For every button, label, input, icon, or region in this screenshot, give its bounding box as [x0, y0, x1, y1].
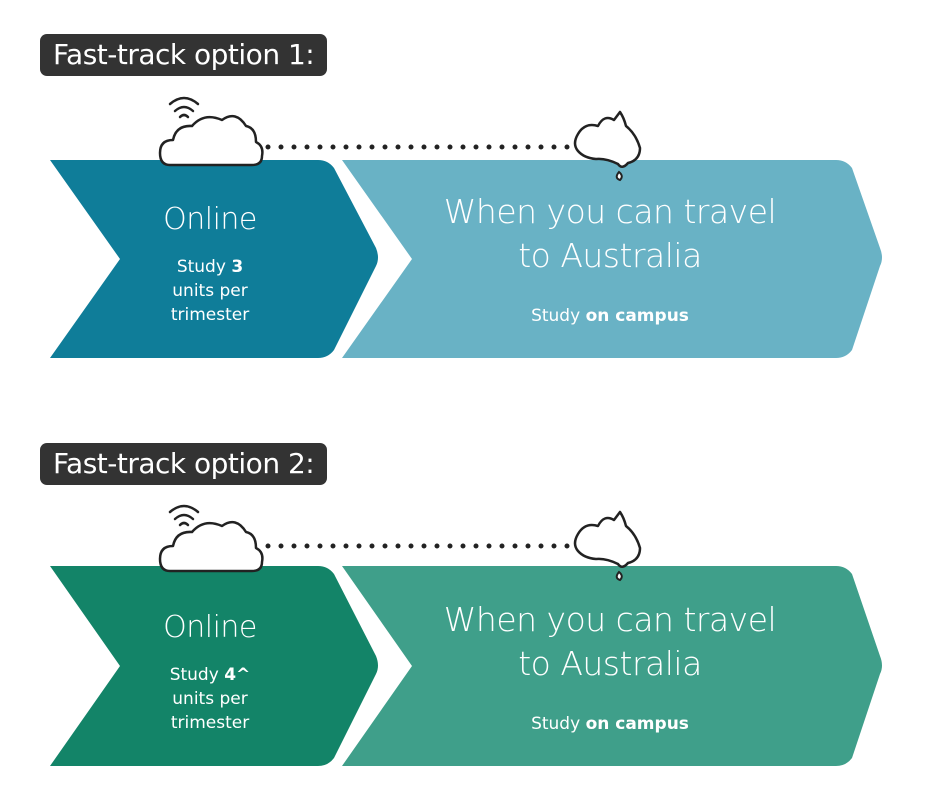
travel-study-text: Study on campus	[531, 714, 689, 734]
australia-map-icon	[573, 110, 642, 182]
cloud-icon	[158, 520, 264, 573]
option-1-chevrons	[0, 0, 925, 380]
option-2-title: Fast-track option 2:	[40, 443, 328, 485]
wifi-icon	[168, 96, 200, 119]
travel-study-text: Study on campus	[531, 306, 689, 326]
online-units-text: Study 4^ units per trimester	[169, 665, 251, 733]
australia-map-icon	[573, 510, 642, 582]
online-chevron	[50, 566, 378, 766]
option-2-chevrons	[0, 408, 925, 788]
travel-chevron	[342, 160, 882, 358]
option-1-title: Fast-track option 1:	[40, 34, 328, 76]
fast-track-option-1: Fast-track option 1: Online Study 3 unit…	[0, 0, 925, 380]
online-title: Online	[163, 202, 257, 237]
fast-track-option-2: Fast-track option 2: Online Study 4^ uni…	[0, 408, 925, 788]
wifi-icon	[168, 504, 200, 527]
travel-title: When you can travel to Australia	[443, 600, 777, 683]
travel-chevron	[342, 566, 882, 766]
online-units-text: Study 3 units per trimester	[170, 257, 250, 325]
online-chevron	[50, 160, 378, 358]
online-title: Online	[163, 610, 257, 645]
cloud-icon	[158, 114, 264, 167]
travel-title: When you can travel to Australia	[443, 192, 777, 275]
